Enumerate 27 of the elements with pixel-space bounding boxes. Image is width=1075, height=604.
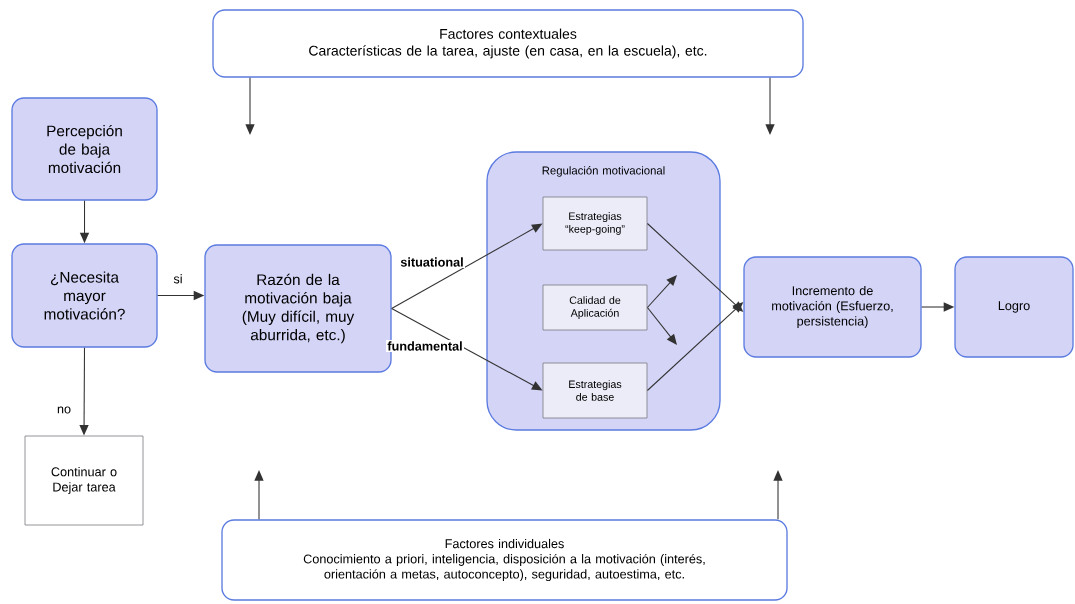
arrow [157,290,205,301]
factor-box: Factores contextuales Características de la tarea, ajuste (en casa, en la escuela), etc. [212,9,804,78]
edge-label: no [55,405,73,415]
strategy-box: Estrategias de base [542,362,648,419]
arrow [245,77,255,135]
arrow [646,275,677,309]
arrow [79,347,89,436]
arrow [391,307,543,391]
strategy-box: Estrategias “keep-going” [542,196,648,251]
arrow [254,470,264,520]
process-box: Incremento de motivación (Esfuerzo, persistencia) [743,256,922,358]
arrow [773,470,783,520]
edge-label: situational [399,256,465,268]
process-box: ¿Necesita mayor motivación? [11,243,158,348]
process-box: Percepción de baja motivación [11,97,158,201]
factor-box: Factores individuales Conocimiento a priori, inteligencia, disposición a la motivación (interés, orientación a metas, autoconcepto), seguridad, autoestima, etc. [221,519,788,601]
outcome-box: Continuar o Dejar tarea [24,435,144,526]
arrow [646,306,677,345]
arrow [646,302,744,392]
strategy-box: Calidad de Aplicación [542,284,648,331]
arrow [391,223,543,310]
arrow [79,200,90,244]
edge-label: fundamental [386,340,464,352]
edge-label: si [172,272,184,285]
process-box: Logro [954,256,1074,358]
arrow [765,77,775,135]
arrow [921,302,955,312]
